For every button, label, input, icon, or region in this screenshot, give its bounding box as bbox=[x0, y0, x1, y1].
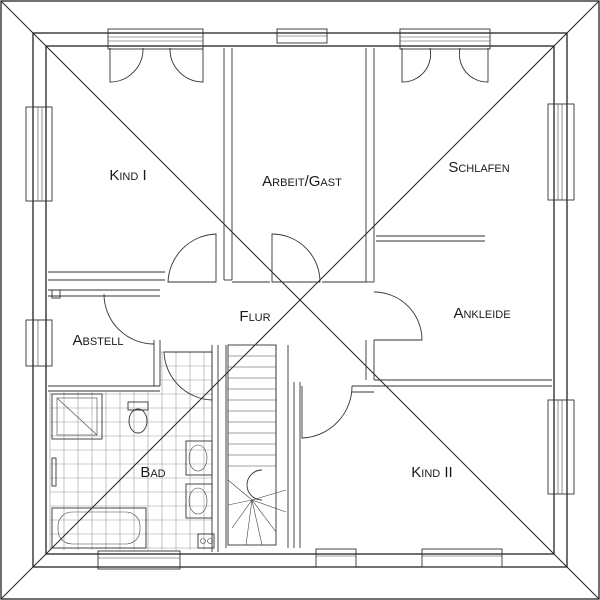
bathroom-tiles bbox=[49, 351, 212, 550]
window-bottom-left bbox=[97, 550, 181, 570]
room-label-ankleide: Ankleide bbox=[453, 305, 510, 322]
room-label-bad: Bad bbox=[140, 464, 165, 481]
stair-winder bbox=[251, 499, 287, 513]
staircase bbox=[227, 344, 287, 546]
stair-winder bbox=[251, 499, 277, 533]
windows bbox=[25, 28, 575, 570]
window-top-left bbox=[107, 28, 204, 50]
room-label-abstell: Abstell bbox=[73, 332, 124, 349]
bathroom-fixtures bbox=[51, 289, 215, 549]
stair-winder bbox=[251, 489, 287, 501]
window-right-upper bbox=[547, 103, 575, 201]
room-label-kind2: Kind II bbox=[411, 464, 452, 481]
window-right-lower bbox=[547, 399, 575, 495]
stair-winder bbox=[231, 499, 253, 529]
balcony-door-swings bbox=[109, 47, 489, 83]
stair-winder bbox=[227, 499, 253, 506]
window-bottom-center bbox=[315, 548, 357, 568]
washbasin-upper bbox=[185, 440, 213, 476]
radiator-left bbox=[51, 457, 57, 487]
meter-box bbox=[51, 289, 61, 299]
room-label-flur: Flur bbox=[239, 308, 270, 325]
room-label-schlafen: Schlafen bbox=[448, 159, 509, 176]
window-left-lower bbox=[25, 319, 53, 367]
toilet bbox=[127, 401, 149, 434]
room-label-arbeit-gast: Arbeit/Gast bbox=[262, 173, 342, 190]
washbasin-lower bbox=[185, 483, 213, 519]
room-labels: Kind I Arbeit/Gast Schlafen Flur Ankleid… bbox=[73, 159, 511, 481]
stair-newel bbox=[246, 469, 263, 501]
window-top-right bbox=[399, 28, 491, 50]
stair-winder bbox=[227, 479, 253, 501]
room-label-kind1: Kind I bbox=[109, 167, 146, 184]
stair-winder bbox=[245, 499, 253, 546]
shower-tray bbox=[51, 393, 103, 440]
interior-door-swings bbox=[103, 233, 423, 439]
window-left-upper bbox=[25, 106, 53, 202]
stair-winder bbox=[251, 499, 263, 546]
shaft bbox=[197, 533, 215, 549]
bathtub bbox=[51, 507, 147, 549]
window-bottom-right bbox=[421, 548, 503, 568]
exterior-walls bbox=[32, 32, 568, 568]
window-top-center bbox=[276, 28, 328, 44]
